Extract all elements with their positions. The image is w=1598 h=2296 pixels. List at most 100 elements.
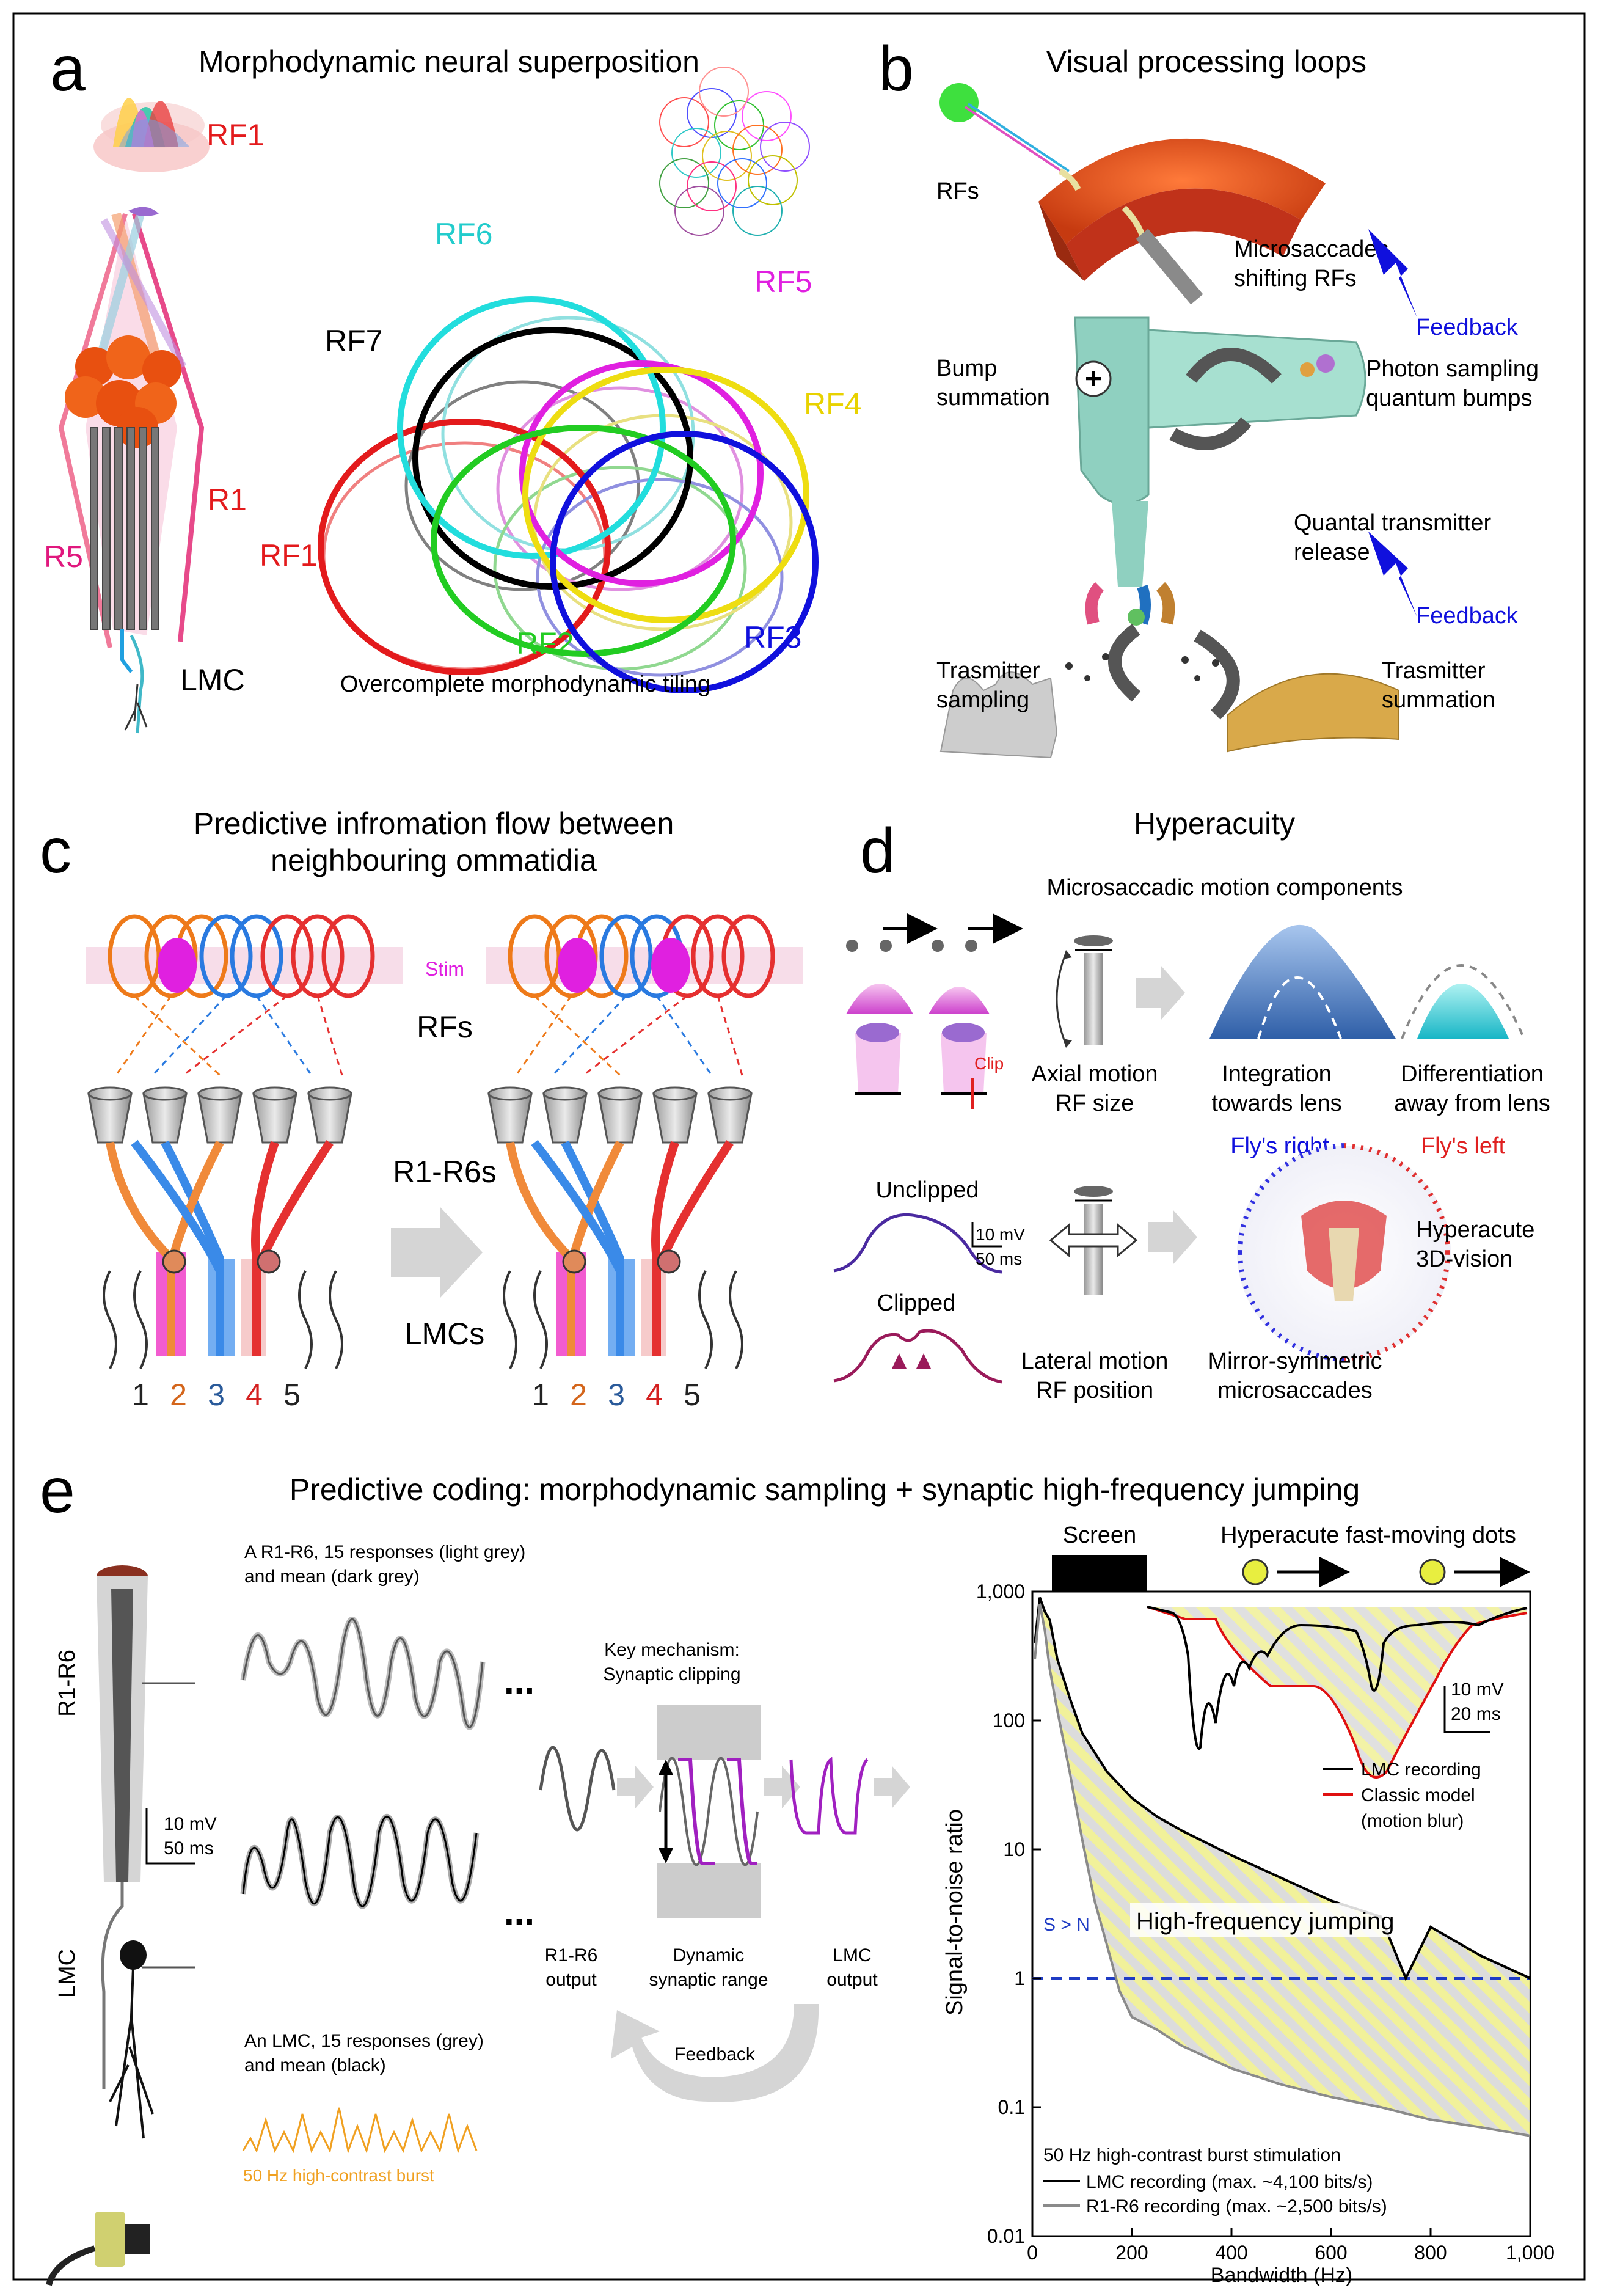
panel-d-title: Hyperacuity bbox=[1134, 806, 1295, 841]
cartridge-numbers-right: 1 2 3 4 5 bbox=[532, 1378, 701, 1412]
svg-text:50 Hz high-contrast burst stim: 50 Hz high-contrast burst stimulation bbox=[1043, 2145, 1341, 2165]
e-r1r6-output-2: output bbox=[545, 1970, 597, 1990]
d-lateral-1: Lateral motion bbox=[1021, 1348, 1169, 1374]
svg-text:4: 4 bbox=[646, 1378, 663, 1412]
svg-text:R1-R6 recording (max. ~2,500 b: R1-R6 recording (max. ~2,500 bits/s) bbox=[1086, 2196, 1387, 2217]
svg-text:5: 5 bbox=[684, 1378, 701, 1412]
svg-text:1: 1 bbox=[132, 1378, 149, 1412]
x-axis-label: Bandwidth (Hz) bbox=[1211, 2264, 1352, 2287]
clipped-trace bbox=[833, 1329, 1002, 1384]
d-differentiation-1: Differentiation bbox=[1401, 1061, 1544, 1087]
rf1-top-label: RF1 bbox=[206, 118, 264, 152]
e-scale-mv: 10 mV bbox=[164, 1814, 217, 1834]
axial-motion-illustration bbox=[1056, 924, 1525, 1048]
b-bump-2: summation bbox=[936, 385, 1050, 411]
panel-a: a Morphodynamic neural superposition RF1 bbox=[44, 34, 861, 734]
b-microsaccades-1: Microsaccades bbox=[1234, 236, 1388, 262]
svg-text:3: 3 bbox=[208, 1378, 225, 1412]
r1r6-output-wave bbox=[539, 1746, 616, 1832]
panel-c-title-1: Predictive infromation flow between bbox=[194, 806, 674, 841]
e-ellipsis-top: ... bbox=[504, 1661, 534, 1702]
lateral-motion-illustration bbox=[1049, 1186, 1197, 1295]
photoreceptor-cell-illustration: + bbox=[939, 316, 1399, 759]
svg-text:4: 4 bbox=[246, 1378, 263, 1412]
transition-arrow-icon bbox=[391, 1207, 483, 1298]
svg-text:2: 2 bbox=[170, 1378, 187, 1412]
svg-text:2: 2 bbox=[570, 1378, 587, 1412]
b-bump-1: Bump bbox=[936, 356, 997, 381]
panel-letter-d: d bbox=[860, 816, 896, 887]
r1r6-mean bbox=[242, 1618, 484, 1728]
screen-label: Screen bbox=[1063, 1523, 1136, 1548]
rf1-label: RF1 bbox=[260, 538, 317, 572]
panel-e-title: Predictive coding: morphodynamic samplin… bbox=[290, 1472, 1360, 1507]
d-integration-1: Integration bbox=[1222, 1061, 1332, 1087]
moving-dot-1-icon bbox=[1242, 1559, 1269, 1585]
b-tsamp-2: sampling bbox=[936, 687, 1029, 713]
y-tick-label: 0.01 bbox=[987, 2225, 1025, 2247]
svg-text:3: 3 bbox=[608, 1378, 625, 1412]
e-burst-label: 50 Hz high-contrast burst bbox=[243, 2166, 434, 2185]
feedback-loop-arrow-icon bbox=[611, 2004, 819, 2102]
panel-a-caption: Overcomplete morphodynamic tiling bbox=[340, 671, 710, 697]
e-ellipsis-bottom: ... bbox=[504, 1892, 534, 1932]
svg-text:LMC recording: LMC recording bbox=[1361, 1760, 1481, 1780]
svg-text:5: 5 bbox=[283, 1378, 301, 1412]
rf7-label: RF7 bbox=[325, 324, 382, 358]
x-tick-label: 200 bbox=[1115, 2242, 1148, 2264]
hatched-difference-area bbox=[1035, 1597, 1530, 2136]
d-clipped-label: Clipped bbox=[877, 1290, 956, 1316]
d-scale-bar bbox=[971, 1222, 1002, 1248]
d-scale-ms: 50 ms bbox=[976, 1249, 1022, 1268]
b-microsaccades-2: shifting RFs bbox=[1234, 266, 1357, 291]
d-unclipped-label: Unclipped bbox=[876, 1177, 979, 1203]
b-tsum-2: summation bbox=[1382, 687, 1495, 713]
e-lmc-caption-1: An LMC, 15 responses (grey) bbox=[244, 2031, 484, 2051]
rf-bell-stack bbox=[93, 98, 210, 172]
e-scale-bar bbox=[145, 1808, 195, 1865]
inset-scale-mv: 10 mV bbox=[1451, 1680, 1504, 1700]
b-tsum-1: Trasmitter bbox=[1382, 658, 1486, 684]
e-lmc-output-1: LMC bbox=[833, 1945, 871, 1965]
d-axial-1: Axial motion bbox=[1032, 1061, 1158, 1087]
d-flys-left: Fly's left bbox=[1421, 1133, 1506, 1159]
figure-frame bbox=[12, 12, 1586, 2281]
e-cell-illustration bbox=[46, 1565, 154, 2286]
series-line-1 bbox=[1034, 1604, 1531, 2137]
d-mirror-2: microsaccades bbox=[1217, 1378, 1372, 1403]
panel-c-title-2: neighbouring ommatidia bbox=[271, 843, 597, 877]
d-scale-mv: 10 mV bbox=[976, 1225, 1025, 1244]
rf3-label: RF3 bbox=[744, 620, 801, 654]
e-lmc-caption-2: and mean (black) bbox=[244, 2055, 386, 2075]
fly-stimulus-illustration bbox=[846, 913, 1023, 1109]
bottom-legend: 50 Hz high-contrast burst stimulation LM… bbox=[1043, 2145, 1387, 2217]
photoreceptor-bundle-illustration bbox=[58, 207, 205, 734]
y-axis-label: Signal-to-noise ratio bbox=[942, 1809, 968, 2016]
b-rfs-label: RFs bbox=[936, 178, 979, 204]
unclipped-trace bbox=[833, 1213, 1002, 1274]
panel-letter-e: e bbox=[40, 1455, 75, 1526]
y-tick-label: 10 bbox=[1003, 1838, 1025, 1860]
jumping-label: High-frequency jumping bbox=[1136, 1908, 1394, 1935]
series-lines bbox=[1034, 1597, 1531, 2137]
clip-zone-top bbox=[657, 1705, 761, 1760]
b-feedback-bottom: Feedback bbox=[1416, 603, 1519, 629]
d-clip-label: Clip bbox=[974, 1054, 1004, 1073]
inset-scale-ms: 20 ms bbox=[1451, 1704, 1501, 1724]
e-key-1: Key mechanism: bbox=[604, 1640, 740, 1660]
b-quantal-2: release bbox=[1294, 539, 1370, 565]
clip-zone-bottom bbox=[657, 1863, 761, 1918]
stim-spot-right bbox=[651, 938, 690, 993]
x-tick-label: 800 bbox=[1414, 2242, 1447, 2264]
r5-label: R5 bbox=[44, 539, 83, 574]
synaptic-range-wave bbox=[659, 1757, 759, 1866]
panel-c: c Predictive infromation flow between ne… bbox=[40, 806, 803, 1412]
clip-markers bbox=[892, 1353, 931, 1369]
e-r1r6-caption-2: and mean (dark grey) bbox=[244, 1567, 420, 1587]
panel-b-title: Visual processing loops bbox=[1046, 45, 1366, 79]
d-lateral-2: RF position bbox=[1036, 1378, 1153, 1403]
panel-letter-b: b bbox=[878, 34, 914, 104]
